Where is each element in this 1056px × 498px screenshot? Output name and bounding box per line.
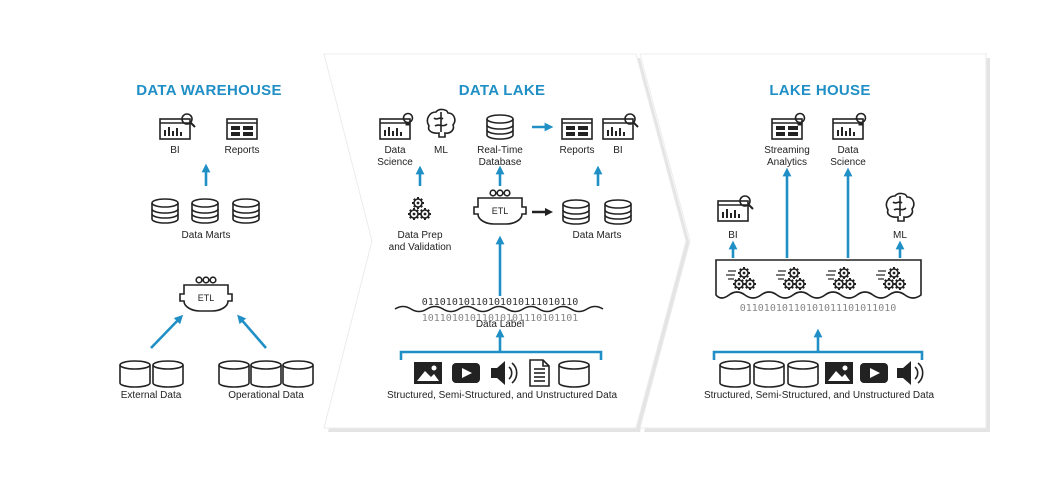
lake-data-science-label-line2: Science: [377, 157, 413, 168]
lh-bi-label: BI: [728, 230, 737, 241]
lh-data-science-label-line2: Science: [830, 157, 866, 168]
lh-sources-label: Structured, Semi-Structured, and Unstruc…: [704, 390, 935, 401]
lake-source-image-icon: [414, 362, 442, 384]
lake-house-processing-layer: [715, 259, 922, 299]
lake-source-video-icon: [452, 363, 480, 383]
dw-data-marts-label: Data Marts: [182, 230, 231, 241]
lake-sources-bracket: [399, 350, 603, 360]
external-data-label: External Data: [121, 390, 182, 401]
data-lake-panel: [323, 53, 687, 429]
reports-icon: [226, 118, 258, 140]
lake-bi-label: BI: [613, 145, 622, 156]
lake-wave-line: [394, 305, 604, 313]
operational-data-label: Operational Data: [228, 390, 304, 401]
lake-house-title: LAKE HOUSE: [769, 82, 870, 99]
lake-data-science-label-line1: Data: [384, 145, 406, 156]
lake-binary-stream-bottom: 10110101011010101110101101: [422, 313, 579, 324]
lh-ml-label: ML: [893, 230, 907, 241]
dw-data-marts-database-icons: [151, 198, 260, 224]
lake-ml-label: ML: [434, 145, 448, 156]
lh-data-science-label-line1: Data: [837, 145, 859, 156]
lh-sources-bracket: [712, 350, 924, 360]
lake-binary-stream-top: 01101010110101010111010110: [422, 297, 579, 308]
realtime-label-line2: Database: [479, 157, 522, 168]
data-prep-label-line2: and Validation: [389, 242, 452, 253]
streaming-label-line2: Analytics: [767, 157, 807, 168]
data-prep-label-line1: Data Prep: [397, 230, 442, 241]
lake-etl-label: ETL: [492, 206, 509, 216]
lake-data-marts-label: Data Marts: [573, 230, 622, 241]
lh-source-video-icon: [860, 363, 888, 383]
dw-bi-label: BI: [170, 145, 179, 156]
dw-etl-label: ETL: [198, 293, 215, 303]
data-lake-title: DATA LAKE: [459, 82, 546, 99]
streaming-label-line1: Streaming: [764, 145, 810, 156]
data-label-text: Data Label: [476, 319, 524, 330]
lake-house-panel: [639, 53, 987, 429]
external-data-database-icons: [119, 360, 184, 388]
realtime-label-line1: Real-Time: [477, 145, 523, 156]
lake-sources-label: Structured, Semi-Structured, and Unstruc…: [387, 390, 618, 401]
data-warehouse-title: DATA WAREHOUSE: [136, 82, 282, 99]
dw-arrow-external-to-etl: [150, 314, 184, 349]
dw-arrow-operational-to-etl: [237, 314, 267, 349]
lh-binary-stream: 01101010110101011101011010: [740, 303, 897, 314]
dw-reports-label: Reports: [224, 145, 259, 156]
lake-reports-label: Reports: [559, 145, 594, 156]
operational-data-database-icons: [218, 360, 314, 388]
bi-dashboard-icon: [159, 113, 196, 140]
lh-source-image-icon: [825, 362, 853, 384]
